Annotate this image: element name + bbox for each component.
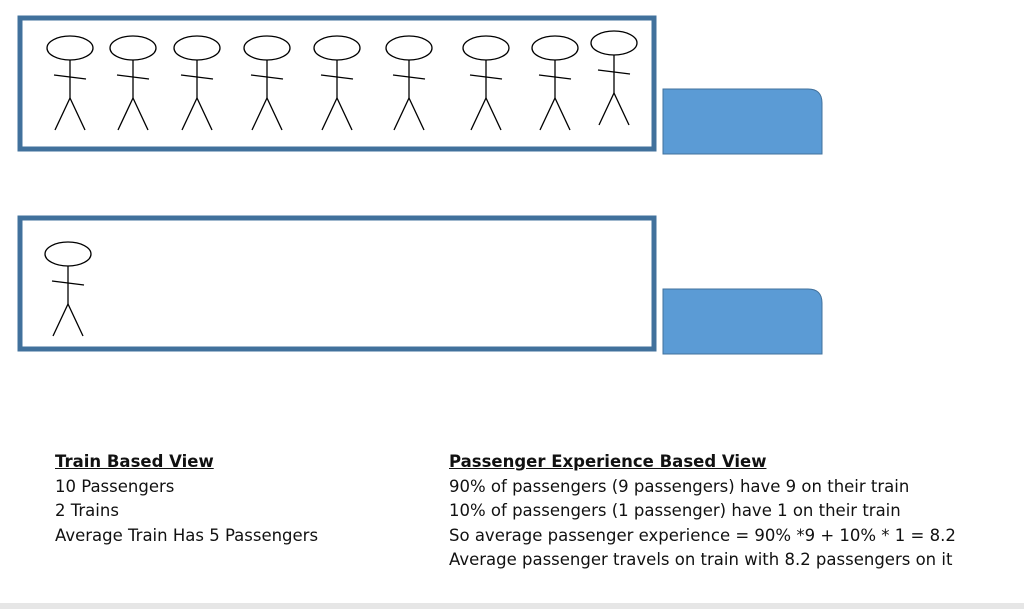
passenger-arms (53, 74, 87, 80)
passenger-view-line: 10% of passengers (1 passenger) have 1 o… (449, 501, 901, 520)
train-view-line: 2 Trains (55, 501, 119, 520)
train-view-line: Average Train Has 5 Passengers (55, 525, 319, 545)
train-view-line: 10 Passengers (55, 476, 175, 496)
passenger-arms (116, 74, 150, 80)
passenger-head (44, 241, 92, 267)
passenger-arms (597, 69, 631, 75)
passenger-head (590, 30, 638, 56)
passenger-leg (613, 92, 630, 126)
passenger-view-line: Average passenger travels on train with … (449, 550, 953, 569)
passenger-leg (266, 97, 283, 131)
passenger-leg (132, 97, 149, 131)
train-diagram (17, 15, 823, 355)
passenger-figure (313, 35, 361, 131)
passenger-leg (408, 97, 425, 131)
passenger-arms (250, 74, 284, 80)
passenger-figure (46, 35, 94, 131)
passenger-arms (392, 74, 426, 80)
passenger-leg (52, 303, 69, 337)
passengers-full (46, 30, 638, 131)
passenger-arms (51, 280, 85, 286)
passenger-head (462, 35, 510, 61)
train-based-view: Train Based View 10 Passengers 2 Trains … (55, 450, 318, 548)
passenger-arms (538, 74, 572, 80)
train-engine-full (662, 88, 823, 155)
passenger-leg (539, 97, 556, 131)
passenger-figure (173, 35, 221, 131)
passenger-leg (598, 92, 615, 126)
passenger-head (243, 35, 291, 61)
passenger-figure (531, 35, 579, 131)
passenger-view-line: So average passenger experience = 90% *9… (449, 525, 956, 545)
passenger-leg (336, 97, 353, 131)
passenger-head (313, 35, 361, 61)
train-view-heading: Train Based View (55, 452, 214, 471)
passenger-leg (470, 97, 487, 131)
passenger-experience-view: Passenger Experience Based View 90% of p… (449, 450, 956, 573)
passenger-leg (393, 97, 410, 131)
passenger-head (46, 35, 94, 61)
passenger-view-line: 90% of passengers (9 passengers) have 9 … (449, 476, 910, 496)
passenger-head (531, 35, 579, 61)
passenger-figure (44, 241, 92, 337)
passenger-head (385, 35, 433, 61)
train-car-single (17, 215, 657, 352)
passenger-arms (320, 74, 354, 80)
passenger-leg (554, 97, 571, 131)
train-engine-single (662, 288, 823, 355)
passengers-single (44, 241, 92, 337)
passenger-figure (385, 35, 433, 131)
passenger-leg (321, 97, 338, 131)
passenger-view-heading: Passenger Experience Based View (449, 452, 767, 471)
passenger-figure (590, 30, 638, 126)
passenger-leg (69, 97, 86, 131)
passenger-leg (251, 97, 268, 131)
passenger-arms (469, 74, 503, 80)
passenger-leg (485, 97, 502, 131)
passenger-leg (196, 97, 213, 131)
passenger-head (173, 35, 221, 61)
passenger-arms (180, 74, 214, 80)
passenger-figure (462, 35, 510, 131)
passenger-figure (243, 35, 291, 131)
passenger-leg (181, 97, 198, 131)
train-full (17, 15, 823, 155)
passenger-leg (117, 97, 134, 131)
passenger-leg (54, 97, 71, 131)
passenger-figure (109, 35, 157, 131)
passenger-head (109, 35, 157, 61)
train-single (17, 215, 823, 355)
passenger-leg (67, 303, 84, 337)
bottom-scroll-edge (0, 603, 1024, 609)
